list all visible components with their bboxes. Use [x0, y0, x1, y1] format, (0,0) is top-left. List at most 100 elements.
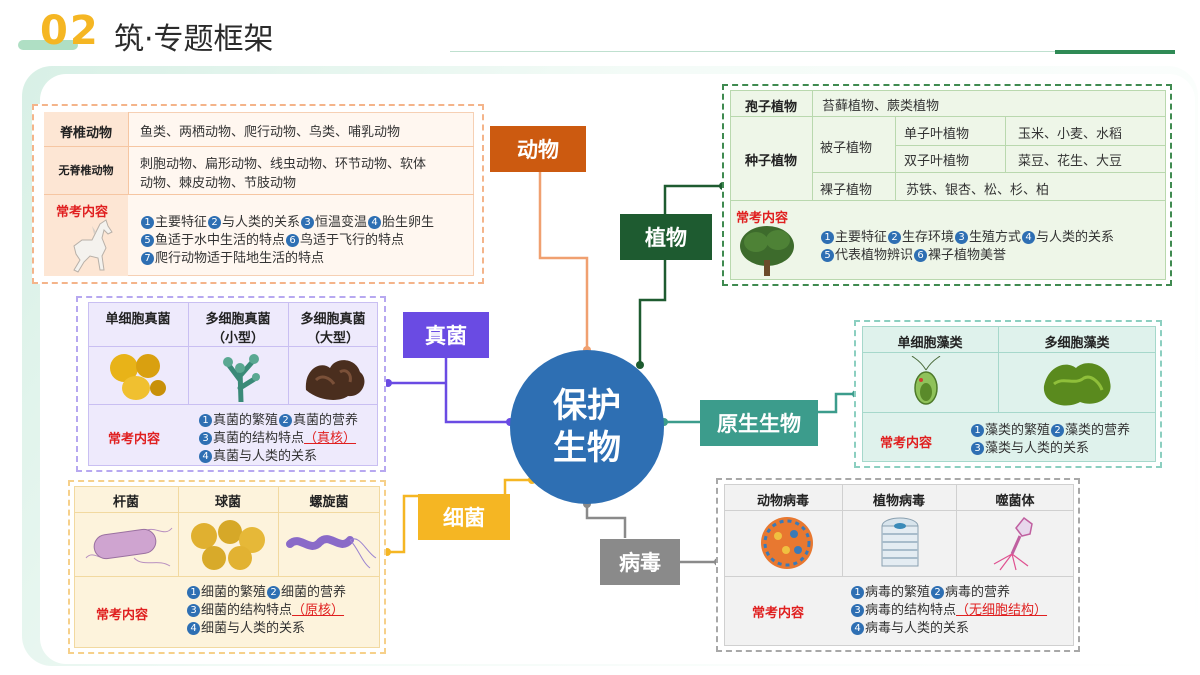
protist-exam-head: 常考内容: [880, 436, 933, 451]
header-bar: [1055, 50, 1175, 54]
bacteria-box-fill: [74, 486, 380, 648]
divider: [1005, 116, 1006, 172]
fungi-exam-head: 常考内容: [108, 432, 161, 447]
num-badge: 4: [1022, 231, 1036, 244]
divider: [178, 486, 179, 576]
divider: [288, 302, 289, 404]
divider: [812, 172, 1166, 173]
fungi-large-head-1: 多细胞真菌: [300, 312, 366, 327]
mold-icon: [223, 354, 260, 402]
num-badge: 4: [851, 622, 864, 635]
acellular-note: （无细胞结构）: [956, 603, 1048, 618]
num-badge: 2: [931, 586, 945, 599]
point-text: 与人类的关系: [222, 215, 301, 230]
point-text: 藻类的繁殖: [985, 423, 1051, 438]
point-text: 主要特征: [835, 230, 888, 245]
center-topic: 保护生物: [510, 350, 664, 504]
phage-head: 噬菌体: [995, 494, 1035, 509]
spirillum-head: 螺旋菌: [309, 495, 349, 510]
point-text: 恒温变温: [315, 215, 368, 230]
num-badge: 3: [199, 432, 212, 445]
point-text: 主要特征: [155, 215, 208, 230]
point-text: 生殖方式: [969, 230, 1022, 245]
label-virus: 病毒: [600, 539, 680, 585]
divider: [956, 484, 957, 576]
chlamydomonas-icon: [911, 356, 941, 405]
phage-icon: [993, 516, 1033, 571]
num-badge: 3: [955, 231, 969, 244]
point-text: 代表植物辨识: [835, 248, 914, 263]
num-badge: 5: [821, 249, 834, 262]
num-badge: 2: [888, 231, 902, 244]
num-badge: 2: [208, 216, 222, 229]
point-text: 胎生卵生: [382, 215, 435, 230]
vertebrate-list: 鱼类、两栖动物、爬行动物、鸟类、哺乳动物: [140, 125, 401, 140]
vertebrate-head: 脊椎动物: [59, 126, 112, 141]
plant-virus-icon: [881, 517, 919, 567]
plant-virus-head: 植物病毒: [872, 494, 925, 509]
point-text: 病毒的营养: [945, 585, 1011, 600]
header-accent: [18, 40, 78, 50]
dicot-list: 菜豆、花生、大豆: [1018, 154, 1123, 169]
monocot-head: 单子叶植物: [904, 127, 970, 142]
num-badge: 1: [821, 231, 834, 244]
divider: [842, 484, 843, 576]
divider: [128, 112, 129, 194]
point-text: 细菌的结构特点: [201, 603, 293, 618]
label-plant: 植物: [620, 214, 712, 260]
animal-exam-head: 常考内容: [56, 205, 109, 220]
divider: [862, 352, 1156, 353]
point-text: 真菌的繁殖: [213, 413, 279, 428]
num-badge: 2: [1051, 424, 1065, 437]
label-protist: 原生生物: [700, 400, 818, 446]
point-text: 病毒与人类的关系: [865, 621, 970, 636]
point-text: 与人类的关系: [1036, 230, 1115, 245]
bacillus-icon: [85, 527, 173, 567]
num-badge: 3: [301, 216, 315, 229]
divider: [862, 412, 1156, 413]
eukaryote-note: （真核）: [304, 431, 357, 446]
num-badge: 7: [141, 252, 154, 265]
mushroom-icon: [305, 360, 365, 400]
divider: [724, 510, 1074, 511]
num-badge: 4: [368, 216, 382, 229]
plant-exam-head: 常考内容: [736, 211, 789, 226]
header-divider: [450, 51, 1055, 52]
point-text: 裸子植物美誉: [928, 248, 1007, 263]
plant-box-fill: [730, 90, 1166, 280]
gymnosperm-head: 裸子植物: [820, 183, 873, 198]
point-text: 细菌与人类的关系: [201, 621, 306, 636]
page-title: 筑·专题框架: [114, 22, 274, 57]
coccus-icon: [191, 520, 265, 570]
num-badge: 2: [279, 414, 293, 427]
fungi-large-head-2: （大型）: [306, 331, 359, 346]
num-badge: 1: [141, 216, 154, 229]
num-badge: 1: [971, 424, 984, 437]
label-fungi: 真菌: [403, 312, 489, 358]
num-badge: 1: [199, 414, 212, 427]
point-text: 鱼适于水中生活的特点: [155, 233, 286, 248]
point-text: 藻类的营养: [1065, 423, 1131, 438]
num-badge: 3: [851, 604, 864, 617]
spore-plant-head: 孢子植物: [744, 100, 797, 115]
invertebrate-list-1: 刺胞动物、扁形动物、线虫动物、环节动物、软体: [140, 157, 427, 172]
point-text: 藻类与人类的关系: [985, 441, 1090, 456]
bacteria-exam-head: 常考内容: [96, 608, 149, 623]
num-badge: 4: [199, 450, 212, 463]
point-text: 病毒的结构特点: [865, 603, 957, 618]
point-text: 细菌的繁殖: [201, 585, 267, 600]
section-number: 02: [40, 8, 100, 54]
divider: [998, 326, 999, 412]
